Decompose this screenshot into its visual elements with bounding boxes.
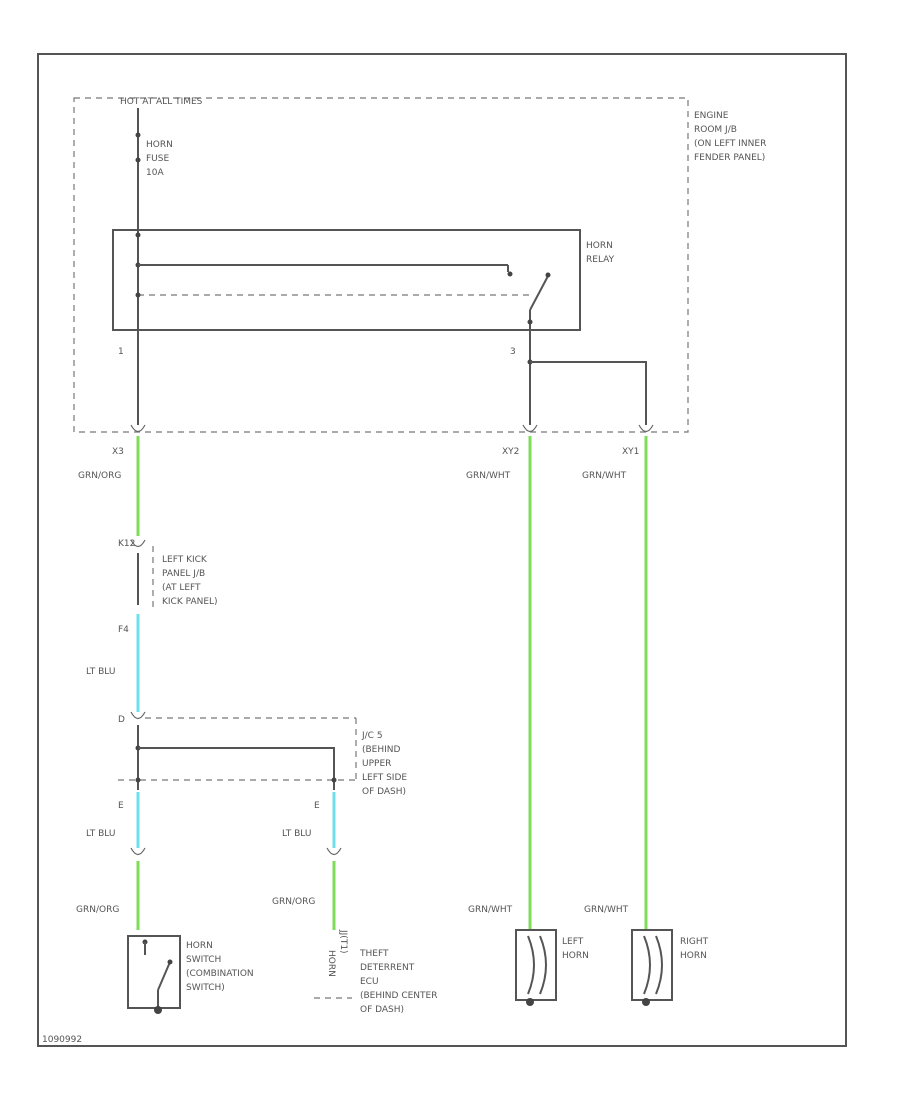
wire-color-grn-wht-1: GRN/WHT	[466, 471, 511, 481]
jc-branch-wire	[138, 747, 335, 790]
horn-switch-contact	[157, 961, 171, 991]
hot-at-all-times-label: HOT AT ALL TIMES	[120, 97, 203, 107]
relay-node-3	[135, 292, 141, 298]
connector-ecu-top	[326, 847, 342, 856]
diagram-frame	[37, 53, 847, 1047]
pin-e-left-label: E	[118, 801, 124, 811]
theft-deterrent-label: THEFT DETERRENT ECU (BEHIND CENTER OF DA…	[359, 949, 440, 1015]
conn-x3-label: X3	[112, 447, 124, 457]
left-kick-panel-jb-label: LEFT KICK PANEL J/B (AT LEFT KICK PANEL)	[162, 555, 218, 607]
conn-xy2-label: XY2	[502, 447, 519, 457]
left-horn-icon	[515, 929, 557, 1006]
wire-color-lt-blu-1: LT BLU	[86, 667, 115, 677]
horn-relay-label: HORN RELAY	[586, 241, 616, 265]
wire-color-lt-blu-2: LT BLU	[86, 829, 115, 839]
wire-color-grn-org-1: GRN/ORG	[78, 471, 121, 481]
ground-icon	[154, 1006, 162, 1014]
theft-ecu-pin-label: JJ(T1)	[338, 929, 348, 954]
horn-switch-label: HORN SWITCH (COMBINATION SWITCH)	[186, 941, 257, 993]
fuse-bottom-node	[135, 157, 141, 163]
conn-d-label: D	[118, 715, 125, 725]
jc-location-label: J/C 5 (BEHIND UPPER LEFT SIDE OF DASH)	[361, 731, 410, 797]
horn-switch-pivot	[167, 959, 173, 965]
right-horn-icon	[631, 929, 673, 1006]
connector-switch-top	[130, 847, 146, 856]
wire-color-grn-wht-2: GRN/WHT	[582, 471, 627, 481]
jc-left-pin-node	[135, 777, 141, 783]
relay-pin-3: 3	[510, 347, 516, 357]
connector-x3	[130, 424, 146, 433]
horn-relay-box	[112, 229, 581, 331]
relay-node-1	[135, 232, 141, 238]
connector-xy1	[638, 424, 654, 433]
horn-switch-box	[127, 935, 181, 1009]
connector-xy2	[522, 424, 538, 433]
left-horn-label: LEFT HORN	[562, 937, 589, 961]
wire-color-lt-blu-3: LT BLU	[282, 829, 311, 839]
conn-f4-label: F4	[118, 625, 129, 635]
pin-e-right-label: E	[314, 801, 320, 811]
diagram-id: 1090992	[42, 1035, 82, 1045]
relay-contact-node	[507, 271, 513, 277]
wire-color-grn-wht-3: GRN/WHT	[468, 905, 513, 915]
conn-kick-label: K12	[118, 539, 135, 549]
connector-kick-top	[130, 539, 146, 548]
conn-xy1-label: XY1	[622, 447, 639, 457]
relay-pin-1: 1	[118, 347, 124, 357]
wire-color-grn-org-2: GRN/ORG	[76, 905, 119, 915]
relay-switch-arm	[529, 275, 549, 311]
wire-color-grn-wht-4: GRN/WHT	[584, 905, 629, 915]
fuse-top-node	[135, 132, 141, 138]
relay-switch-pivot	[545, 272, 551, 278]
horn-vertical-label: HORN	[326, 950, 336, 977]
wire-color-grn-org-3: GRN/ORG	[272, 897, 315, 907]
engine-room-jb-label: ENGINE ROOM J/B (ON LEFT INNER FENDER PA…	[694, 111, 769, 163]
connector-jc-d	[130, 711, 146, 720]
relay-node-4	[527, 319, 533, 325]
xy1-wire	[530, 361, 647, 425]
engine-room-jb-box	[73, 97, 689, 433]
horn-fuse-label: HORN FUSE 10A	[146, 140, 176, 178]
jc-right-pin-node	[331, 777, 337, 783]
right-horn-label: RIGHT HORN	[680, 937, 711, 961]
